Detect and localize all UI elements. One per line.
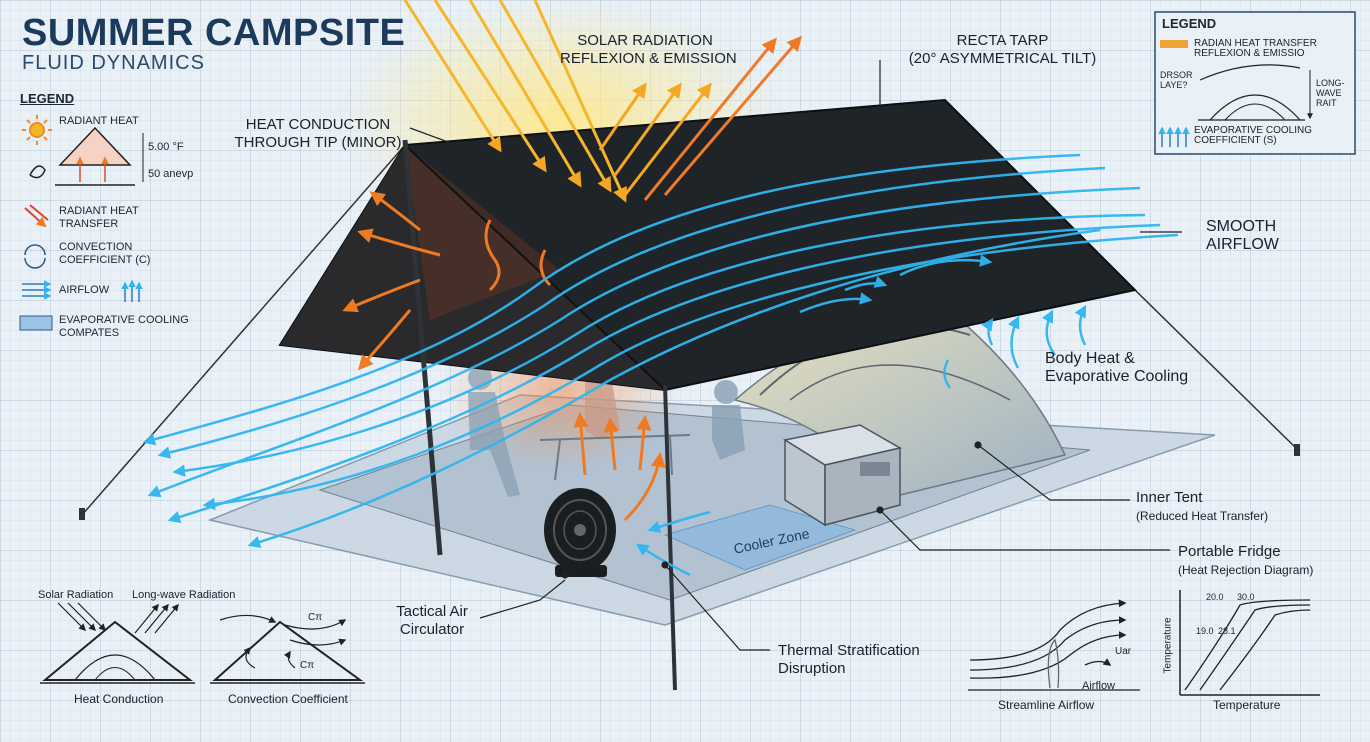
legend-icons (19, 115, 144, 331)
legend-dim-top: 5.00 °F (148, 141, 184, 153)
longwave-diagram (1199, 64, 1301, 81)
guy-line (81, 144, 406, 516)
evaporative-swatch (19, 315, 53, 331)
heat-conduction-caption: Heat Conduction (74, 692, 164, 706)
stake (79, 508, 85, 520)
legend-radiant-heat: RADIANT HEAT (59, 115, 139, 127)
radiant-swatch (1160, 40, 1188, 48)
convection-caption: Convection Coefficient (228, 692, 348, 706)
tarp-shade-face (280, 145, 665, 390)
pole (402, 139, 443, 556)
convection-icon (24, 244, 46, 269)
stake (1294, 444, 1300, 456)
heat-arrows (342, 191, 666, 522)
tarp-warm-face (405, 145, 560, 320)
temp-axis-x: Temperature (1213, 698, 1281, 712)
tarp-ridge (404, 144, 666, 391)
radiant-transfer-icon (24, 204, 49, 228)
page-title: SUMMER CAMPSITE (22, 12, 406, 54)
portable-fridge (783, 424, 903, 527)
cn-label: Cπ (300, 660, 315, 671)
airflow-caption: Airflow (1082, 680, 1116, 692)
sun-icon (22, 115, 52, 145)
airflow-streams (142, 153, 1179, 577)
heat-conduction-diagram (40, 602, 195, 684)
temp-value: 28.1 (1218, 626, 1236, 636)
temp-value: 20.0 (1206, 592, 1224, 602)
pole (663, 384, 677, 691)
dome-diagram (1224, 103, 1286, 121)
uar-label: Uar (1115, 646, 1132, 657)
airflow-icon (22, 279, 143, 302)
cn-label: Cπ (308, 612, 323, 623)
reflected-rays (598, 35, 802, 201)
roof-diagram (58, 126, 132, 166)
temp-axis-y: Temperature (1162, 617, 1174, 674)
legend-dim-bottom: 50 anevp (148, 168, 194, 180)
convection-diagram (210, 614, 365, 684)
legend-airflow: AIRFLOW (59, 284, 110, 296)
temperature-chart (1179, 590, 1320, 696)
dome-diagram (1209, 94, 1301, 121)
thermometer-icon (29, 165, 46, 179)
cooler-zone-mat (663, 504, 857, 571)
tarp-label: RECTA TARP(20° ASYMMETRICAL TILT) (908, 32, 1097, 67)
right-legend-heading: LEGEND (1162, 16, 1217, 31)
solar-rays (403, 0, 627, 203)
person-seated (712, 380, 745, 460)
temp-value: 19.0 (1196, 626, 1214, 636)
streamline-caption: Streamline Airflow (998, 698, 1095, 712)
longwave-caption: Long-wave Radiation (132, 589, 236, 601)
streamline-diagram (968, 599, 1140, 691)
guy-line (1134, 289, 1299, 451)
evaporative-cooling-icon (1158, 126, 1190, 147)
temp-value: 30.0 (1237, 592, 1255, 602)
leader-lines (409, 60, 1182, 651)
page-subtitle: FLUID DYNAMICS (22, 52, 205, 74)
portable-fridge-label: Portable Fridge(Heat Rejection Diagram) (1178, 543, 1314, 577)
inner-tent-label: Inner Tent(Reduced Heat Transfer) (1136, 489, 1269, 523)
legend-heading: LEGEND (20, 91, 75, 106)
tent-pole-arc (789, 364, 1011, 401)
solar-radiation-caption: Solar Radiation (38, 589, 114, 601)
body-heat-label: Body Heat &Evaporative Cooling (1045, 350, 1189, 385)
